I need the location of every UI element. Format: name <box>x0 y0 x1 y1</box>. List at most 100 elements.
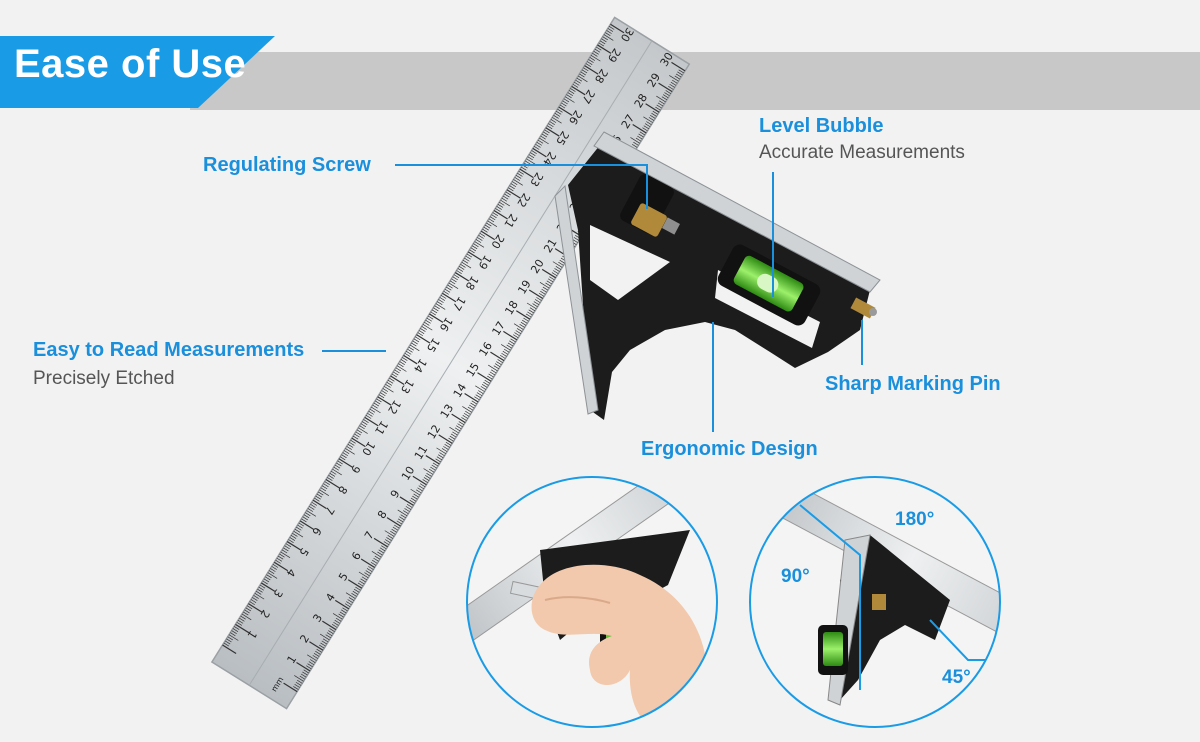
ruler-tick <box>431 309 438 314</box>
ruler-tick <box>376 398 382 403</box>
ruler-tick <box>222 644 237 655</box>
ruler-tick <box>443 290 449 295</box>
ruler-tick <box>517 172 523 177</box>
ruler-tick <box>484 224 491 229</box>
ruler-tick <box>337 460 343 465</box>
ruler-tick <box>335 617 342 622</box>
ruler-tick <box>515 330 522 334</box>
ruler-tick <box>648 117 655 121</box>
ruler-tick <box>299 675 306 680</box>
ruler-tick <box>294 675 304 682</box>
ruler-tick <box>384 539 391 543</box>
ruler-tick <box>521 166 527 171</box>
ruler-tick <box>525 313 532 318</box>
ruler-tick <box>508 187 514 192</box>
ruler-tick <box>418 485 425 490</box>
ruler-number: 20 <box>488 232 506 251</box>
ruler-tick <box>519 323 525 328</box>
ruler-tick <box>584 65 599 75</box>
ruler-tick <box>342 607 348 612</box>
ruler-tick <box>355 431 361 436</box>
ruler-tick <box>415 489 422 494</box>
ruler-tick <box>496 206 502 210</box>
ruler-tick <box>228 634 239 641</box>
ruler-tick <box>374 555 381 560</box>
ruler-tick <box>528 289 544 300</box>
ruler-tick <box>237 619 244 624</box>
ruler-tick <box>396 365 407 372</box>
ruler-tick <box>321 640 328 645</box>
ruler-tick <box>646 121 652 125</box>
ruler-tick <box>668 86 674 90</box>
ruler-tick <box>462 406 472 413</box>
ruler-tick <box>487 375 493 380</box>
ruler-number: 30 <box>658 50 676 69</box>
ruler-tick <box>631 143 638 148</box>
ruler-tick <box>505 191 511 196</box>
ruler-tick <box>639 131 646 136</box>
ruler-tick <box>437 454 444 459</box>
ruler-tick <box>417 487 423 492</box>
ruler-tick <box>378 549 384 554</box>
ruler-tick <box>393 371 399 376</box>
ruler-tick <box>541 288 547 293</box>
ruler-tick <box>475 394 481 399</box>
ruler-tick <box>357 582 364 587</box>
ruler-tick <box>262 580 268 585</box>
ruler-tick <box>662 94 669 99</box>
ruler-number: 25 <box>553 129 571 148</box>
ruler-tick <box>644 123 651 128</box>
ruler-tick <box>258 586 264 591</box>
ruler-tick <box>372 404 378 409</box>
ruler-tick <box>506 189 521 199</box>
ruler-tick <box>454 427 461 432</box>
ruler-tick <box>360 423 367 428</box>
ruler-tick <box>476 392 483 397</box>
ruler-tick <box>504 193 510 198</box>
ruler-tick <box>351 592 357 597</box>
ruler-tick <box>411 342 417 347</box>
ruler-tick <box>319 633 330 641</box>
ruler-tick <box>519 168 534 179</box>
ruler-tick <box>332 468 342 476</box>
ruler-tick <box>290 535 297 539</box>
ruler-tick <box>288 539 294 543</box>
ruler-tick <box>597 44 612 54</box>
ruler-tick <box>558 261 564 266</box>
ruler-tick <box>581 69 588 74</box>
ruler-tick <box>555 266 562 270</box>
ruler-number: 16 <box>477 340 495 359</box>
ruler-tick <box>352 435 359 440</box>
ruler-tick <box>586 61 593 65</box>
ruler-tick <box>409 344 420 352</box>
ruler-tick <box>246 605 253 610</box>
ruler-number: 10 <box>359 439 377 458</box>
ruler-tick <box>497 359 503 363</box>
ruler-tick <box>469 249 475 254</box>
ruler-tick <box>554 112 561 117</box>
ruler-number: 12 <box>385 398 403 417</box>
ruler-tick <box>554 268 560 272</box>
ruler-tick <box>413 493 419 498</box>
ruler-tick <box>326 632 333 637</box>
ruler-tick <box>489 216 496 221</box>
ruler-tick <box>365 415 372 419</box>
ruler-tick <box>293 530 304 538</box>
ruler-tick <box>257 588 263 593</box>
ruler-tick <box>553 114 559 119</box>
ruler-tick <box>346 601 352 606</box>
ruler-tick <box>386 381 392 386</box>
ruler-number: 28 <box>632 91 650 110</box>
ruler-tick <box>338 458 353 468</box>
ruler-tick <box>481 383 488 388</box>
ruler-tick <box>402 357 408 361</box>
ruler-tick <box>319 489 330 496</box>
ruler-tick <box>392 526 399 531</box>
ruler-tick <box>449 280 456 285</box>
ruler-tick <box>425 475 431 479</box>
ruler-tick <box>390 530 396 535</box>
ruler-tick <box>412 495 418 500</box>
ruler-tick <box>322 638 329 643</box>
ruler-tick <box>419 483 426 488</box>
ruler-tick <box>384 530 395 537</box>
